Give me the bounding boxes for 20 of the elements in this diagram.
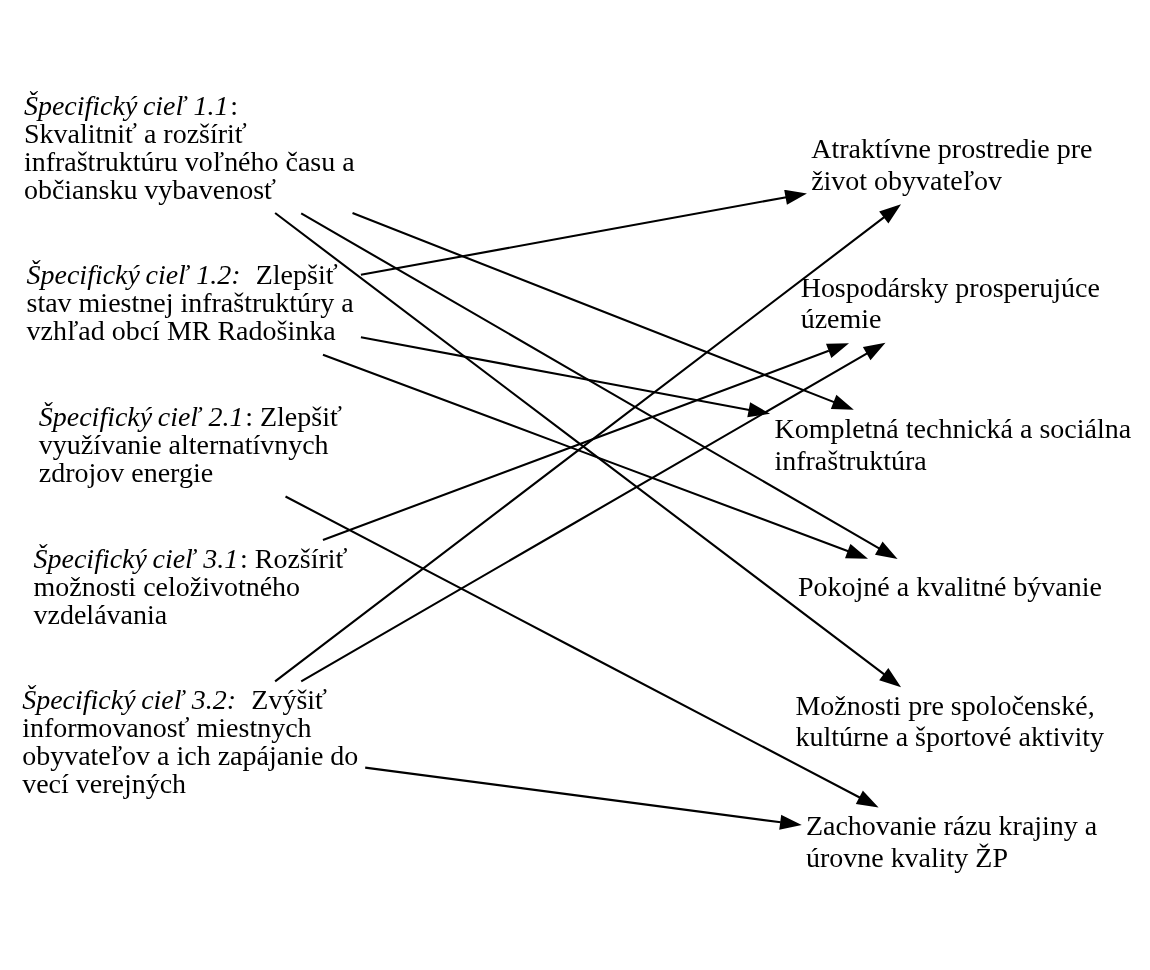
arrow xyxy=(300,342,886,683)
node-text: Špecifický cieľ 3.1: Rozšíriť možnosti celoživotného vzdelávania xyxy=(33,542,348,630)
arrow xyxy=(322,343,849,542)
node-text: Zachovanie rázu krajiny a úrovne kvality ŽP xyxy=(805,810,1098,873)
node-text: Atraktívne prostredie pre život obyvateľov xyxy=(811,133,1093,196)
arrow xyxy=(365,766,802,830)
node-text: Hospodársky prosperujúce územie xyxy=(800,271,1100,335)
node-text: Možnosti pre spoločenské, kultúrne a športové aktivity xyxy=(795,689,1104,753)
node-text: Kompletná technická a sociálna infraštruktúra xyxy=(774,413,1132,476)
arrow xyxy=(322,353,868,559)
node-text: Špecifický cieľ 2.1: Zlepšiť využívanie alternatívnych zdrojov energie xyxy=(38,401,342,489)
arrow xyxy=(360,336,771,418)
node-text: Pokojné a kvalitné bývanie xyxy=(798,570,1102,602)
arrow xyxy=(352,212,854,410)
arrow xyxy=(360,189,807,276)
arrow xyxy=(285,495,879,808)
node-text: Špecifický cieľ 1.2: Zlepšiť stav miestnej infraštruktúry a vzhľad obcí MR Radošinka xyxy=(26,259,354,347)
node-text: Špecifický cieľ 3.2: Zvýšiť informovanosť miestnych obyvateľov a ich zapájanie do vecí verejných xyxy=(22,684,359,800)
node-text: Špecifický cieľ 1.1: Skvalitniť a rozšíriť infraštruktúru voľného času a občiansku vybavenosť xyxy=(23,89,355,205)
arrow xyxy=(300,212,898,560)
